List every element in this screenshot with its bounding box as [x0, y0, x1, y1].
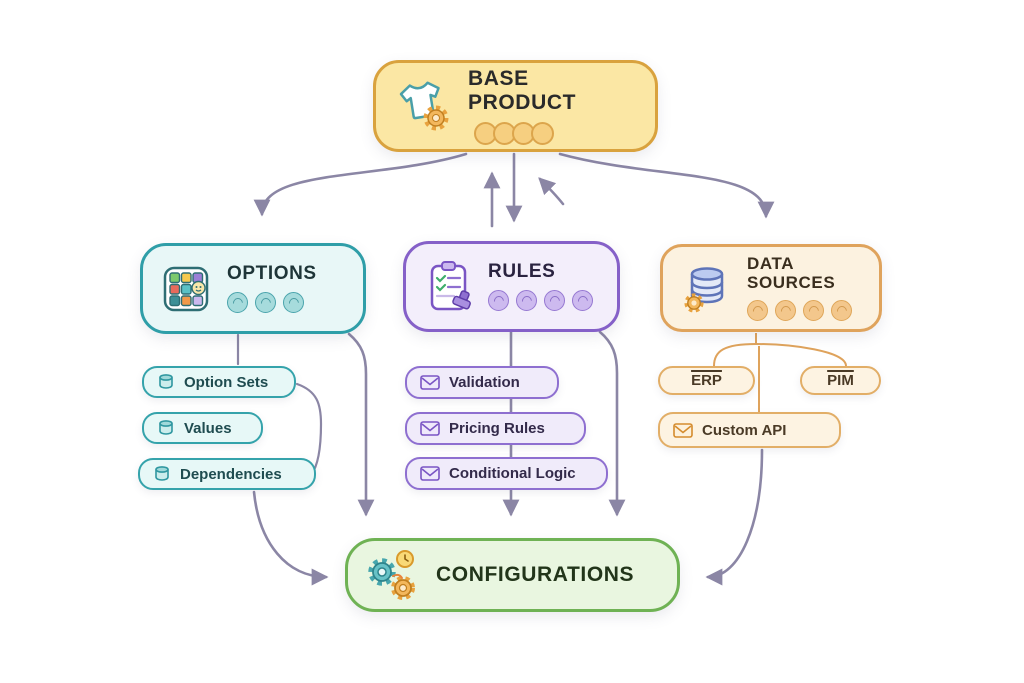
decorative-dot: [775, 300, 796, 322]
rules-title: RULES: [488, 260, 556, 282]
edge-options-to-configurations: [347, 332, 375, 517]
pill-option-sets: Option Sets: [142, 366, 296, 398]
node-options: OPTIONS: [140, 243, 366, 334]
pill-label: Validation: [449, 374, 520, 391]
decorative-dot: [572, 290, 593, 312]
edge-dependencies-to-configurations: [252, 490, 329, 586]
tshirt-gear-icon: [394, 77, 454, 135]
envelope-icon: [420, 375, 440, 390]
node-rules: RULES: [403, 241, 620, 332]
pill-label: Option Sets: [184, 373, 269, 391]
pill-pricing-rules: Pricing Rules: [405, 412, 586, 445]
pill-values: Values: [142, 412, 263, 444]
decorative-dot: [227, 292, 248, 314]
node-base-product: BASE PRODUCT: [373, 60, 658, 152]
decorative-dot: [831, 300, 852, 322]
base-product-dots: [474, 121, 554, 145]
envelope-icon: [420, 466, 440, 481]
decorative-dot: [488, 290, 509, 312]
decorative-dot: [747, 300, 768, 322]
decorative-dot: [803, 300, 824, 322]
node-data-sources: DATA SOURCES: [660, 244, 882, 332]
rules-dots: [488, 290, 593, 312]
pill-label: PIM: [827, 372, 854, 389]
edge-base-to-datasources: [558, 152, 775, 219]
edge-base-to-options: [253, 152, 468, 217]
connector-pills-side: [295, 382, 323, 477]
pill-pim: PIM: [800, 366, 881, 395]
database-small-icon: [157, 419, 175, 437]
options-dots: [227, 292, 304, 314]
data-sources-dots: [747, 300, 852, 322]
pill-label: Values: [184, 419, 232, 437]
pill-label: Pricing Rules: [449, 420, 545, 437]
pill-erp: ERP: [658, 366, 755, 395]
pill-conditional-logic: Conditional Logic: [405, 457, 608, 490]
pill-label: Conditional Logic: [449, 465, 576, 482]
edge-datasources-to-configurations-right: [705, 448, 764, 586]
decorative-dot: [531, 121, 554, 145]
checklist-stamp-icon: [424, 259, 474, 315]
database-small-icon: [153, 465, 171, 483]
base-product-title: BASE PRODUCT: [468, 67, 577, 114]
pill-validation: Validation: [405, 366, 559, 399]
edge-datasources-to-configurations-left: [598, 330, 626, 517]
edge-datasources-to-base-up: [538, 177, 565, 206]
decorative-dot: [516, 290, 537, 312]
decorative-dot: [544, 290, 565, 312]
connector-datasources-to-erp: [713, 343, 757, 367]
database-gear-icon: [681, 262, 733, 314]
pill-custom-api: Custom API: [658, 412, 841, 448]
envelope-icon: [420, 421, 440, 436]
options-title: OPTIONS: [227, 262, 317, 284]
swatch-grid-icon: [161, 263, 213, 315]
node-configurations: CONFIGURATIONS: [345, 538, 680, 612]
decorative-dot: [255, 292, 276, 314]
data-sources-title: DATA SOURCES: [747, 253, 836, 292]
envelope-icon: [673, 422, 693, 438]
decorative-dot: [283, 292, 304, 314]
pill-label: Dependencies: [180, 465, 282, 483]
database-small-icon: [157, 373, 175, 391]
gears-clock-icon: [366, 547, 422, 603]
configurations-title: CONFIGURATIONS: [436, 563, 635, 587]
pill-label: ERP: [691, 372, 722, 389]
pill-dependencies: Dependencies: [138, 458, 316, 490]
pill-label: Custom API: [702, 421, 787, 439]
connector-datasources-to-pim: [755, 343, 847, 367]
